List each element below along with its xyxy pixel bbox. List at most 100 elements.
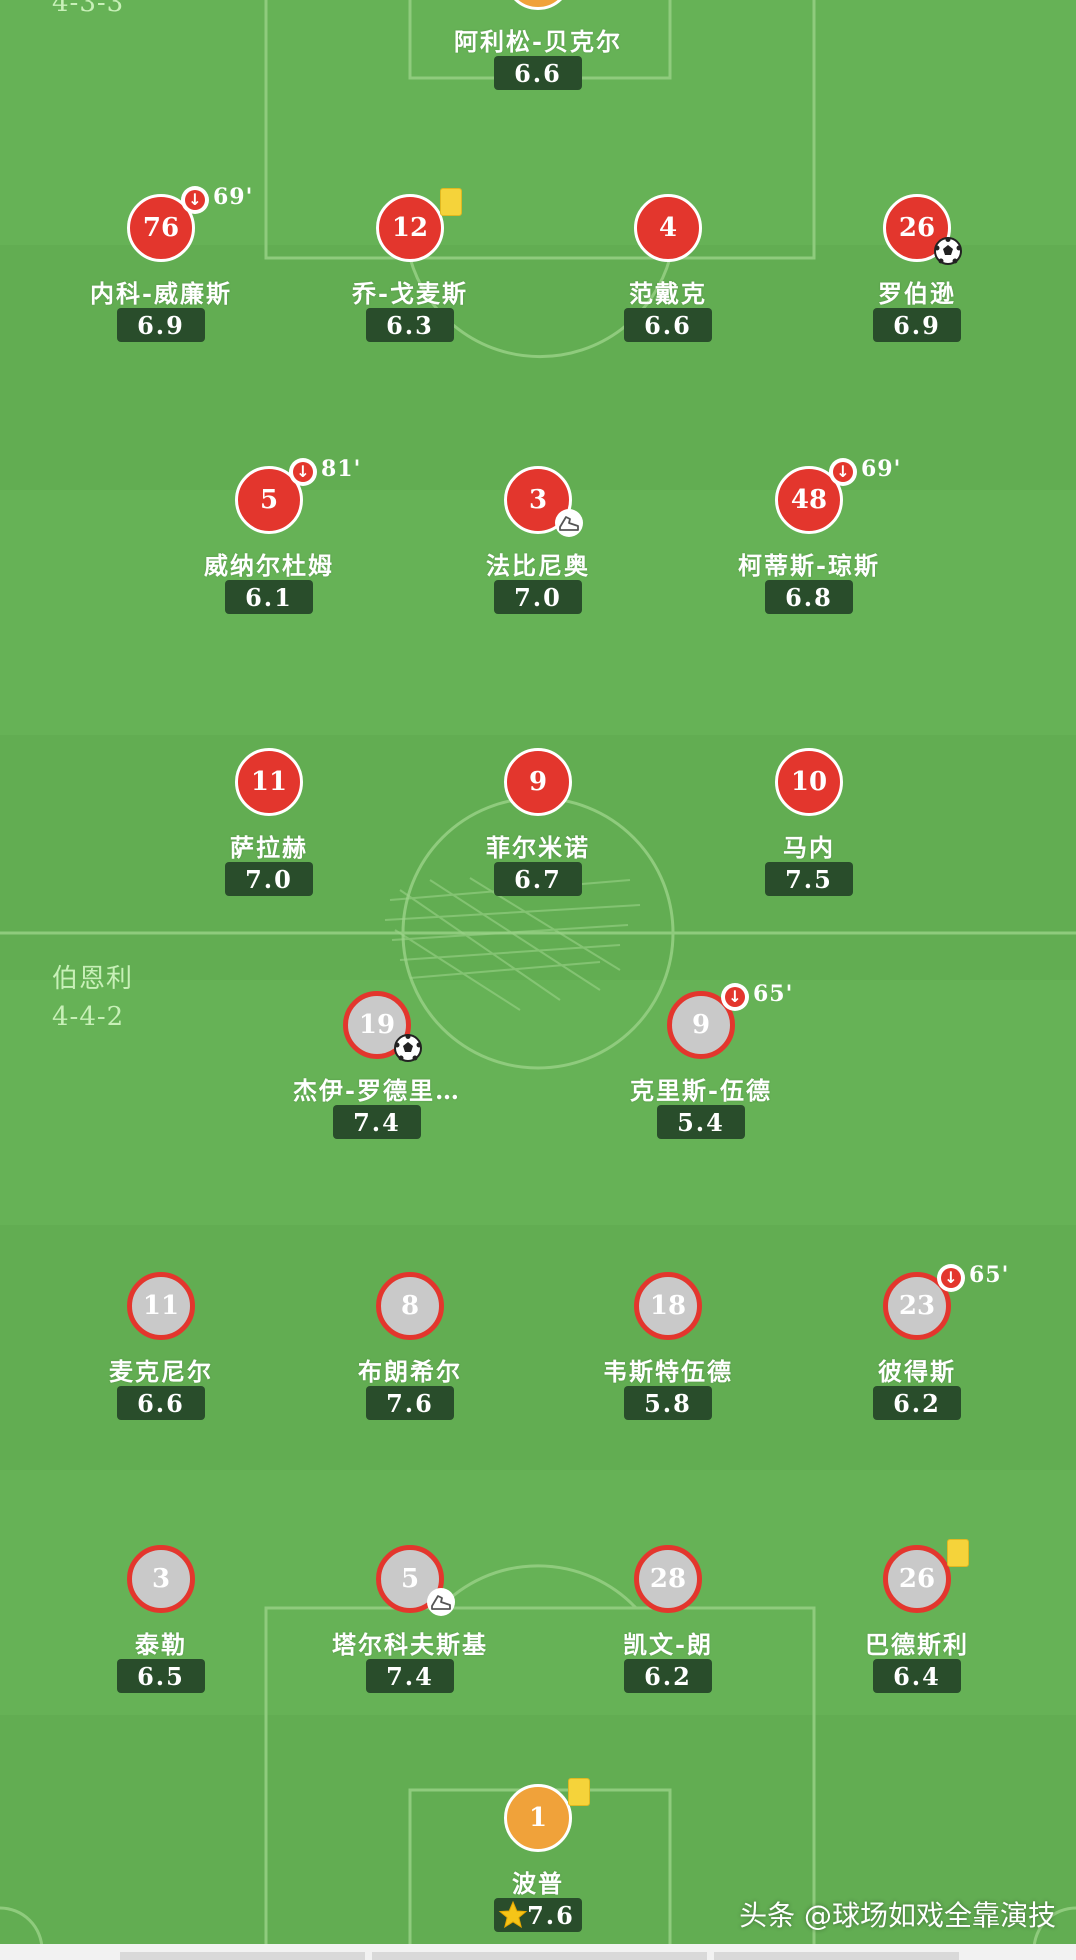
player-rating: 5.8 — [624, 1386, 712, 1420]
tab-indicator[interactable] — [372, 1952, 707, 1960]
sub-time: 69' — [861, 456, 902, 482]
player-rating: 6.2 — [873, 1386, 961, 1420]
player-card[interactable]: 12 乔-戈麦斯 6.3 — [310, 188, 510, 364]
tab-indicator[interactable] — [714, 1952, 959, 1960]
goal-ball-icon — [934, 237, 962, 265]
sub-out-icon — [181, 186, 209, 214]
down-arrow-icon: ↓ — [296, 462, 310, 481]
down-arrow-icon: ↓ — [728, 987, 742, 1006]
player-number-badge: 5 — [235, 466, 303, 534]
top-penalty-arc — [408, 257, 672, 359]
player-rating: 7.6 — [366, 1386, 454, 1420]
player-rating: 6.5 — [117, 1659, 205, 1693]
player-name: 巴德斯利 — [865, 1630, 969, 1659]
player-card[interactable]: 19 杰伊-罗德里… 7.4 — [277, 991, 477, 1161]
bottom-tab-bar — [0, 1944, 1076, 1960]
player-name: 内科-威廉斯 — [90, 279, 232, 308]
player-card[interactable]: 26 巴德斯利 6.4 — [817, 1539, 1017, 1715]
sub-time: 65' — [753, 981, 794, 1007]
player-name: 柯蒂斯-琼斯 — [738, 551, 880, 580]
player-card[interactable]: 8 布朗希尔 7.6 — [310, 1272, 510, 1442]
bottom-penalty-arc — [438, 1564, 638, 1610]
watermark: 头条 @球场如戏全靠演技 — [739, 1899, 1056, 1932]
player-name: 韦斯特伍德 — [603, 1357, 733, 1386]
player-number-badge: 10 — [775, 748, 843, 816]
player-name: 凯文-朗 — [623, 1630, 713, 1659]
player-card[interactable]: 11 萨拉赫 7.0 — [169, 748, 369, 918]
away-team-name: 伯恩利 — [52, 964, 134, 994]
player-name: 罗伯逊 — [878, 279, 956, 308]
player-rating: 6.6 — [624, 308, 712, 342]
player-number-badge: 1 — [504, 1784, 572, 1852]
player-name: 麦克尼尔 — [109, 1357, 213, 1386]
player-rating: 6.4 — [873, 1659, 961, 1693]
player-name: 范戴克 — [629, 279, 707, 308]
player-card[interactable]: 9 ↓ 65' 克里斯-伍德 5.4 — [601, 981, 801, 1161]
player-rating: 5.4 — [657, 1105, 745, 1139]
down-arrow-icon: ↓ — [944, 1268, 958, 1287]
player-rating: 7.0 — [225, 862, 313, 896]
player-rating: 6.2 — [624, 1659, 712, 1693]
player-name: 波普 — [512, 1869, 564, 1898]
player-card[interactable]: 5 塔尔科夫斯基 7.4 — [310, 1545, 510, 1715]
player-rating: 6.9 — [873, 308, 961, 342]
yellow-card-icon — [440, 188, 462, 216]
sub-time: 69' — [213, 184, 254, 210]
player-rating: 6.3 — [366, 308, 454, 342]
player-number-badge: 19 — [343, 991, 411, 1059]
player-number-badge: 28 — [634, 1545, 702, 1613]
player-name: 布朗希尔 — [358, 1357, 462, 1386]
tab-indicator[interactable] — [120, 1952, 365, 1960]
down-arrow-icon: ↓ — [188, 190, 202, 209]
pitch-stripe — [0, 980, 1076, 1225]
goal-ball-icon — [394, 1034, 422, 1062]
assist-boot-icon — [427, 1588, 455, 1616]
player-card[interactable]: 76 ↓ 69' 内科-威廉斯 6.9 — [61, 184, 261, 364]
assist-boot-icon — [555, 509, 583, 537]
player-name: 乔-戈麦斯 — [352, 279, 468, 308]
player-rating: 6.8 — [765, 580, 853, 614]
player-card[interactable]: 1 波普 7.6 — [438, 1778, 638, 1954]
player-card[interactable]: 9 菲尔米诺 6.7 — [438, 748, 638, 918]
player-rating: 6.9 — [117, 308, 205, 342]
player-card[interactable]: 10 马内 7.5 — [709, 748, 909, 918]
player-card[interactable]: 28 凯文-朗 6.2 — [568, 1545, 768, 1715]
bottom-penalty-box — [264, 1606, 816, 1960]
player-rating: 7.5 — [765, 862, 853, 896]
player-rating: 7.4 — [333, 1105, 421, 1139]
player-rating: 6.7 — [494, 862, 582, 896]
player-card[interactable]: 5 ↓ 81' 威纳尔杜姆 6.1 — [169, 456, 369, 636]
player-card[interactable]: 48 ↓ 69' 柯蒂斯-琼斯 6.8 — [709, 456, 909, 636]
home-formation-label: 4-3-3 — [52, 0, 125, 18]
player-name: 塔尔科夫斯基 — [332, 1630, 488, 1659]
player-number-badge — [504, 0, 572, 10]
player-rating: 7.0 — [494, 580, 582, 614]
player-number-badge: 48 — [775, 466, 843, 534]
top-penalty-box — [264, 0, 816, 260]
player-card[interactable]: 3 泰勒 6.5 — [61, 1545, 261, 1715]
player-number-badge: 26 — [883, 194, 951, 262]
player-rating: 7.6 — [494, 1898, 582, 1932]
player-card[interactable]: 26 罗伯逊 6.9 — [817, 194, 1017, 364]
player-name: 阿利松-贝克尔 — [454, 27, 622, 56]
star-icon — [498, 1900, 528, 1929]
yellow-card-icon — [947, 1539, 969, 1567]
player-card[interactable]: 3 法比尼奥 7.0 — [438, 466, 638, 636]
player-number-badge: 4 — [634, 194, 702, 262]
player-card[interactable]: 11 麦克尼尔 6.6 — [61, 1272, 261, 1442]
player-card[interactable]: 18 韦斯特伍德 5.8 — [568, 1272, 768, 1442]
player-name: 马内 — [783, 833, 835, 862]
player-card[interactable]: 4 范戴克 6.6 — [568, 194, 768, 364]
player-number-badge: 12 — [376, 194, 444, 262]
player-number-badge: 3 — [127, 1545, 195, 1613]
player-number-badge: 26 — [883, 1545, 951, 1613]
player-card[interactable]: 23 ↓ 65' 彼得斯 6.2 — [817, 1262, 1017, 1442]
sub-out-icon — [289, 458, 317, 486]
player-name: 克里斯-伍德 — [630, 1076, 772, 1105]
player-rating: 6.6 — [117, 1386, 205, 1420]
player-name: 萨拉赫 — [230, 833, 308, 862]
corner-arc-right — [1032, 1906, 1076, 1951]
player-number-badge: 8 — [376, 1272, 444, 1340]
player-card[interactable]: 阿利松-贝克尔 6.6 — [438, 0, 638, 112]
